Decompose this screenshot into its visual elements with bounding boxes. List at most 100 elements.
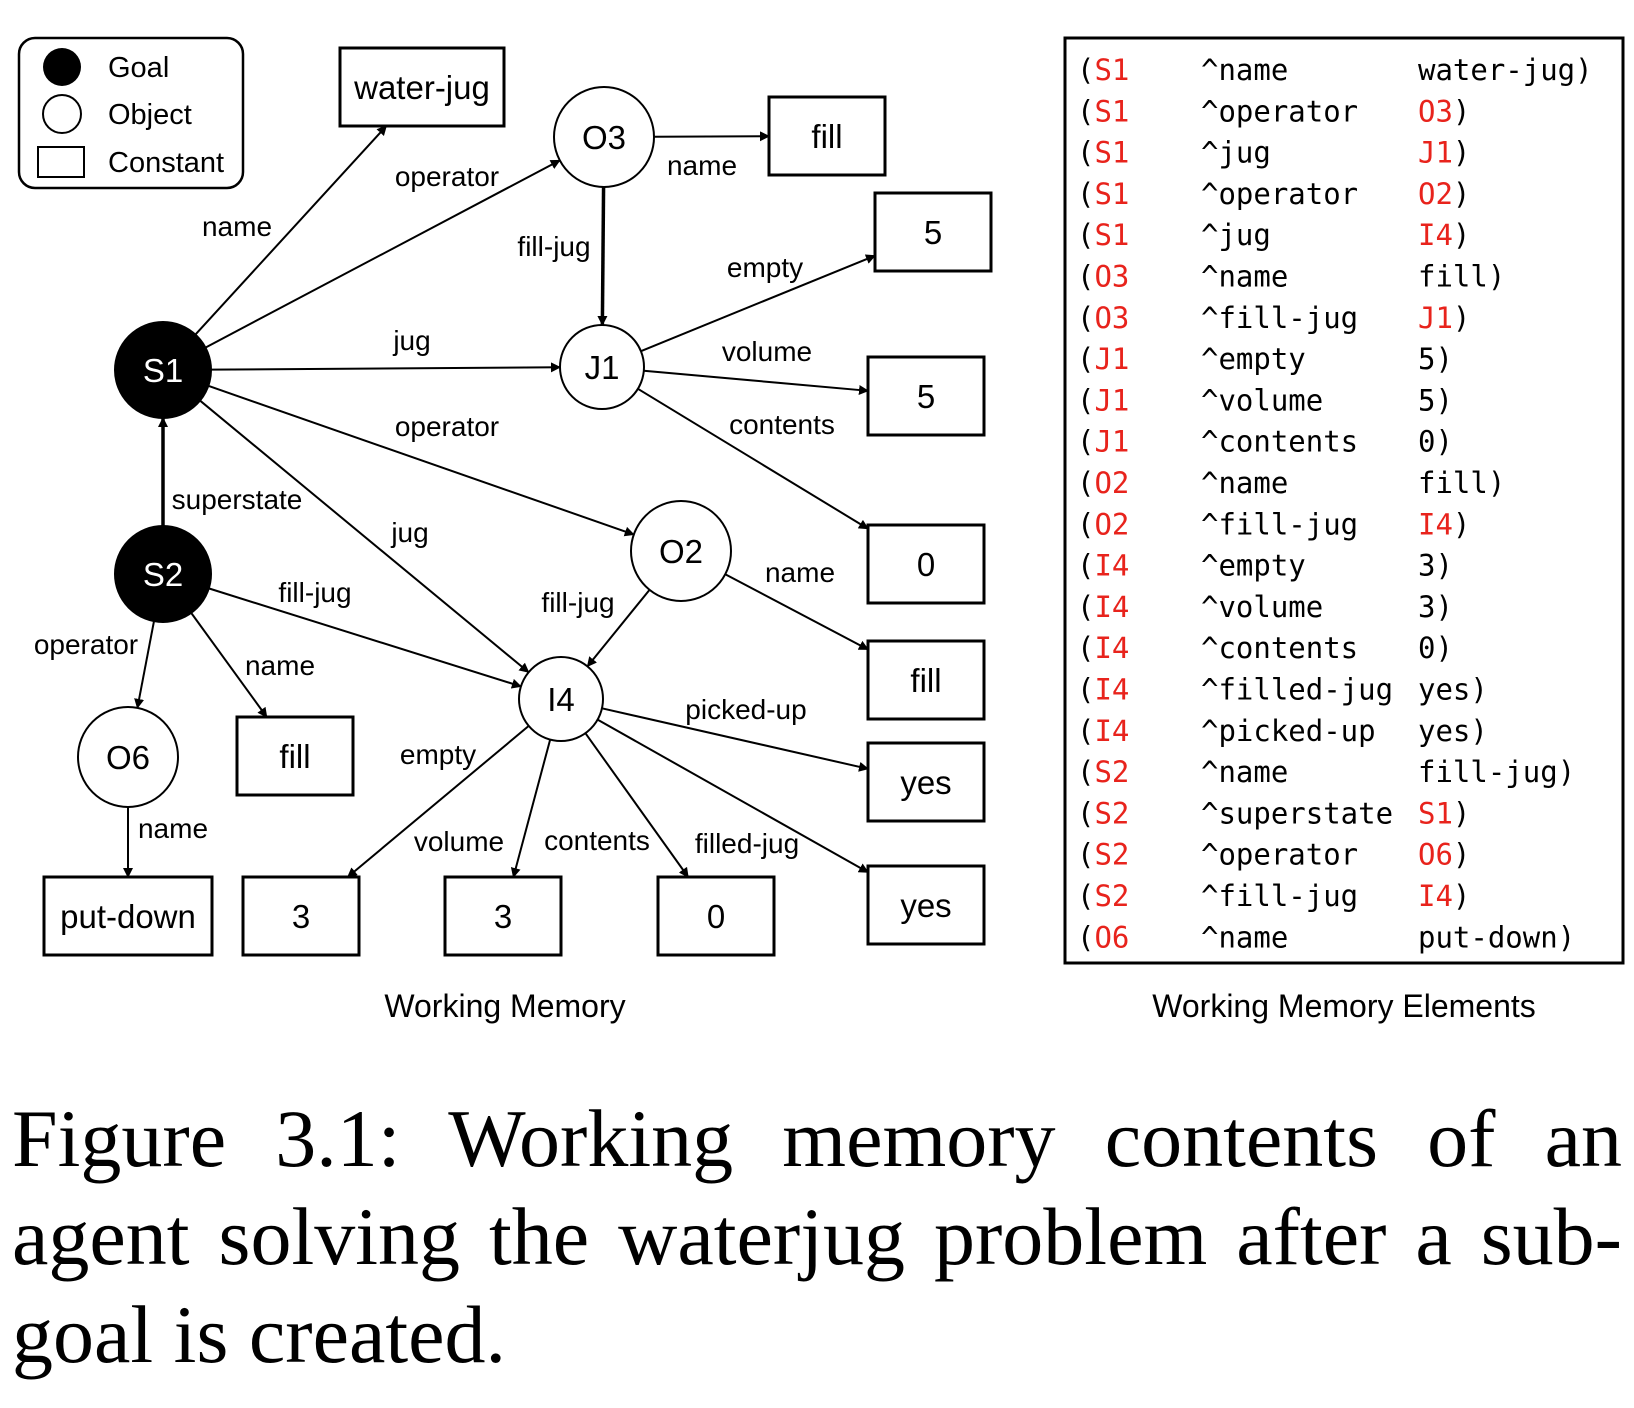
edge-j1-c-0-j1 xyxy=(637,387,869,530)
edge-i4-c-0-i4 xyxy=(584,732,689,878)
edge-label: name xyxy=(202,211,272,242)
wme-value: I4) xyxy=(1418,507,1470,541)
constant-node-c-waterjug: water-jug xyxy=(338,46,506,128)
edge-label: name xyxy=(765,557,835,588)
edge-label: contents xyxy=(544,825,650,856)
wme-identifier: (J1 xyxy=(1077,342,1129,376)
graph-nodes: S1S2O3J1O2I4O6water-jugfill550fillyesyes… xyxy=(42,46,993,957)
edge-s1-j1 xyxy=(210,362,562,373)
wme-identifier: (I4 xyxy=(1077,549,1129,583)
wme-identifier: (S1 xyxy=(1077,53,1129,87)
wme-identifier: (I4 xyxy=(1077,673,1129,707)
wme-value: 0) xyxy=(1418,425,1453,459)
node-label: 3 xyxy=(292,898,310,935)
wme-identifier: (O6 xyxy=(1077,920,1129,954)
node-label: O2 xyxy=(659,533,703,570)
wme-value: water-jug) xyxy=(1418,53,1593,87)
constant-node-c-putdown: put-down xyxy=(42,875,214,957)
wme-value: 0) xyxy=(1418,631,1453,665)
wme-identifier: (S2 xyxy=(1077,796,1129,830)
edge-o3-c-fill-o3 xyxy=(653,131,770,142)
wme-value: S1) xyxy=(1418,796,1470,830)
wme-value: fill) xyxy=(1418,260,1505,294)
wme-value: I4) xyxy=(1418,879,1470,913)
legend-object-label: Object xyxy=(108,99,192,131)
wme-attribute: ^fill-jug xyxy=(1201,879,1358,913)
node-label: fill xyxy=(910,662,941,699)
wme-attribute: ^fill-jug xyxy=(1201,301,1358,335)
wme-attribute: ^name xyxy=(1201,53,1288,87)
edge-s2-c-fill-s2 xyxy=(190,612,268,718)
wme-value: fill-jug) xyxy=(1418,755,1575,789)
edge-i4-c-3-volume xyxy=(510,739,552,878)
wme-value: 3) xyxy=(1418,590,1453,624)
object-node-i4: I4 xyxy=(518,656,604,742)
edge-label: volume xyxy=(722,336,812,367)
edge-i4-c-3-empty xyxy=(346,725,530,878)
working-memory-figure: Goal Object Constant S1S2O3J1O2I4O6water… xyxy=(17,36,1625,1024)
constant-node-c-yes-picked: yes xyxy=(866,741,986,823)
constant-legend-icon xyxy=(37,146,85,178)
wme-value: 3) xyxy=(1418,549,1453,583)
wme-value: J1) xyxy=(1418,136,1470,170)
graph-edges xyxy=(123,125,876,878)
wme-identifier: (O2 xyxy=(1077,507,1129,541)
legend-constant-label: Constant xyxy=(108,147,224,179)
edge-o2-c-fill-o2 xyxy=(724,573,869,651)
wme-identifier: (O3 xyxy=(1077,260,1129,294)
edge-label: fill-jug xyxy=(541,587,614,618)
wme-identifier: (S1 xyxy=(1077,218,1129,252)
edge-j1-c-5-volume xyxy=(643,369,869,395)
wme-row: (S1 ^jug J1) xyxy=(1077,136,1470,170)
edge-label: name xyxy=(138,813,208,844)
edge-label: empty xyxy=(400,739,476,770)
constant-node-c-3-empty: 3 xyxy=(241,875,361,957)
object-node-o3: O3 xyxy=(553,86,655,188)
object-legend-icon xyxy=(42,94,82,134)
wme-value: O6) xyxy=(1418,838,1470,872)
wme-identifier: (I4 xyxy=(1077,714,1129,748)
wme-row: (S1 ^name water-jug) xyxy=(1077,53,1593,87)
edge-label: picked-up xyxy=(685,694,806,725)
edge-label: volume xyxy=(414,826,504,857)
wme-attribute: ^operator xyxy=(1201,94,1358,128)
node-label: yes xyxy=(900,764,951,801)
wme-identifier: (S1 xyxy=(1077,136,1129,170)
wme-value: J1) xyxy=(1418,301,1470,335)
wme-attribute: ^empty xyxy=(1201,342,1306,376)
edge-i4-c-yes-filled xyxy=(597,718,869,874)
object-node-o6: O6 xyxy=(77,706,179,808)
edge-o2-i4 xyxy=(586,589,651,668)
wme-identifier: (O2 xyxy=(1077,466,1129,500)
wme-identifier: (S2 xyxy=(1077,879,1129,913)
wme-attribute: ^filled-jug xyxy=(1201,673,1393,707)
wme-attribute: ^jug xyxy=(1201,136,1271,170)
node-label: 5 xyxy=(924,214,942,251)
constant-node-c-fill-s2: fill xyxy=(235,715,355,797)
node-label: put-down xyxy=(60,898,196,935)
goal-legend-icon xyxy=(43,48,81,86)
edge-s1-i4 xyxy=(199,399,530,674)
edge-label: name xyxy=(245,650,315,681)
node-label: O6 xyxy=(106,739,150,776)
edge-label: jug xyxy=(392,325,430,356)
constant-node-c-3-volume: 3 xyxy=(443,875,563,957)
wme-value: put-down) xyxy=(1418,920,1575,954)
node-label: yes xyxy=(900,887,951,924)
edge-s1-o2 xyxy=(207,384,635,537)
wme-attribute: ^contents xyxy=(1201,425,1358,459)
wme-attribute: ^operator xyxy=(1201,177,1358,211)
wme-attribute: ^jug xyxy=(1201,218,1271,252)
constant-node-c-yes-filled: yes xyxy=(866,864,986,946)
node-label: O3 xyxy=(582,119,626,156)
